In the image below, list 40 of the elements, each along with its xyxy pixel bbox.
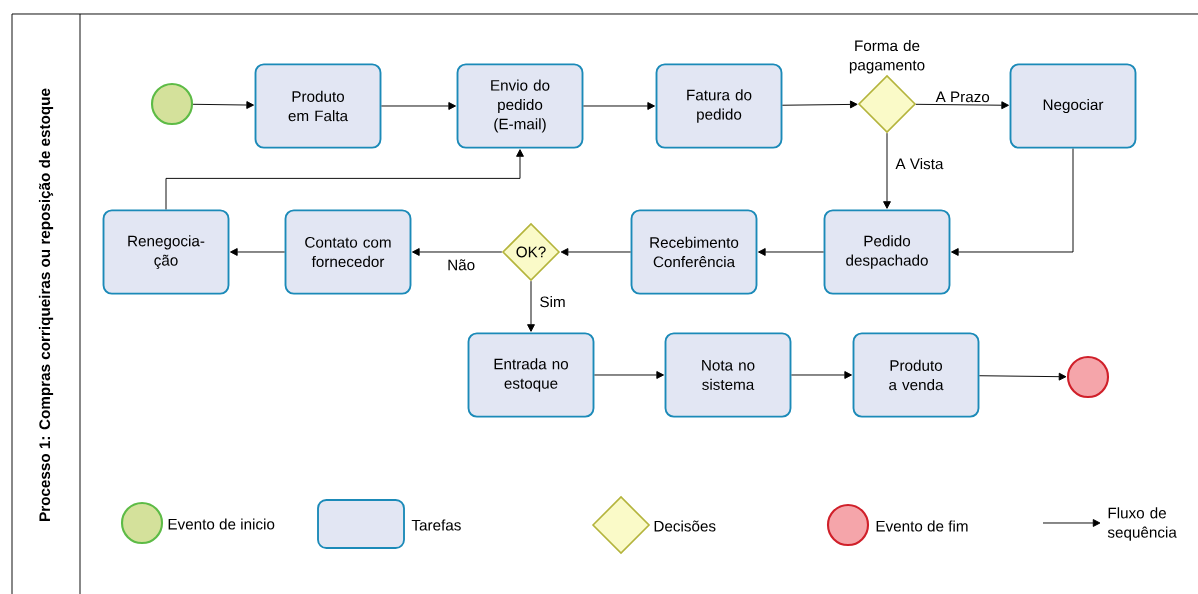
arrow — [527, 280, 535, 332]
arrow — [583, 102, 655, 110]
task-box: Pedido despachado — [823, 209, 951, 295]
task-box: Nota no sistema — [664, 332, 792, 418]
arrow — [230, 248, 286, 256]
arrow — [915, 101, 1009, 110]
task-box: Contato com fornecedor — [284, 209, 412, 295]
edge-label: Não — [448, 259, 475, 271]
task-box: Fatura do pedido — [655, 63, 783, 149]
edge-label: A Prazo — [935, 91, 990, 103]
task-box: Envio do pedido (E-mail) — [456, 63, 584, 149]
arrow — [758, 248, 825, 256]
arrow — [412, 248, 503, 256]
task-box: Produto em Falta — [254, 63, 382, 149]
lane-title: Processo 1: Compras corriqueiras ou reposição de estoque — [38, 88, 54, 521]
edge-label: A Vista — [895, 158, 944, 170]
arrow — [951, 148, 1074, 256]
arrow — [594, 371, 664, 379]
start-event-circle — [150, 82, 194, 126]
edge-label: Sim — [540, 296, 565, 308]
legend-label: Fluxo de sequência — [1107, 507, 1177, 541]
task-box: Entrada no estoque — [467, 332, 595, 418]
arrow — [978, 372, 1067, 381]
node-label: Forma de pagamento — [849, 39, 925, 74]
legend-label: Decisões — [654, 520, 716, 532]
task-box: Negociar — [1009, 63, 1137, 149]
arrow — [192, 101, 254, 109]
arrow — [380, 102, 456, 110]
legend-label: Evento de fim — [876, 520, 968, 532]
legend-label: Tarefas — [411, 519, 461, 531]
task-box: Produto a venda — [852, 332, 980, 418]
end-event-circle — [1066, 355, 1110, 399]
arrow — [782, 100, 858, 109]
legend-label: Evento de inicio — [168, 518, 275, 530]
arrow — [560, 248, 632, 256]
arrow — [165, 149, 524, 210]
task-box: Renegocia-ção — [102, 209, 230, 295]
task-box: Recebimento Conferência — [630, 209, 758, 295]
arrow — [883, 132, 891, 209]
arrow — [791, 371, 852, 379]
